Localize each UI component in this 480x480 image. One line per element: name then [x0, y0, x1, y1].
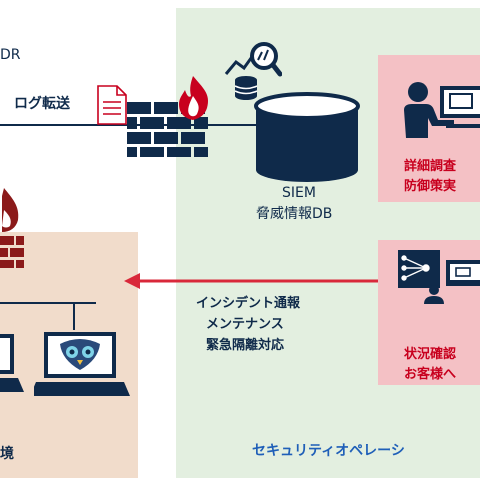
monitoring-dashboard-icon — [398, 250, 480, 304]
laptop-partial-icon — [0, 334, 24, 392]
siem-label: SIEM — [282, 185, 316, 201]
customer-firewall-icon — [0, 188, 24, 268]
laptop-edr-icon — [34, 332, 130, 396]
investigation-text-2: 防御策実 — [404, 179, 457, 194]
status-text-2: お客様へ — [404, 367, 457, 382]
status-text-1: 状況確認 — [404, 347, 457, 362]
edr-label: DR — [0, 47, 21, 63]
threat-db-label: 脅威情報DB — [256, 206, 333, 222]
customer-environment-label: 境 — [0, 446, 14, 462]
operator-icon — [404, 82, 480, 138]
soc-title: セキュリティオペレーシ — [252, 443, 405, 459]
firewall-icon — [127, 76, 209, 157]
log-transfer-label: ログ転送 — [14, 96, 70, 112]
investigation-box — [378, 55, 480, 202]
siem-database-icon — [254, 92, 360, 182]
coin-stack-icon — [234, 76, 258, 100]
investigation-text-1: 詳細調査 — [404, 159, 457, 174]
action-incident-report: インシデント通報 — [196, 296, 301, 311]
action-emergency-isolation: 緊急隔離対応 — [206, 338, 285, 353]
response-arrow-head — [124, 273, 140, 289]
document-icon — [97, 85, 127, 125]
action-maintenance: メンテナンス — [206, 317, 284, 332]
analysis-magnifier-icon — [224, 42, 282, 77]
